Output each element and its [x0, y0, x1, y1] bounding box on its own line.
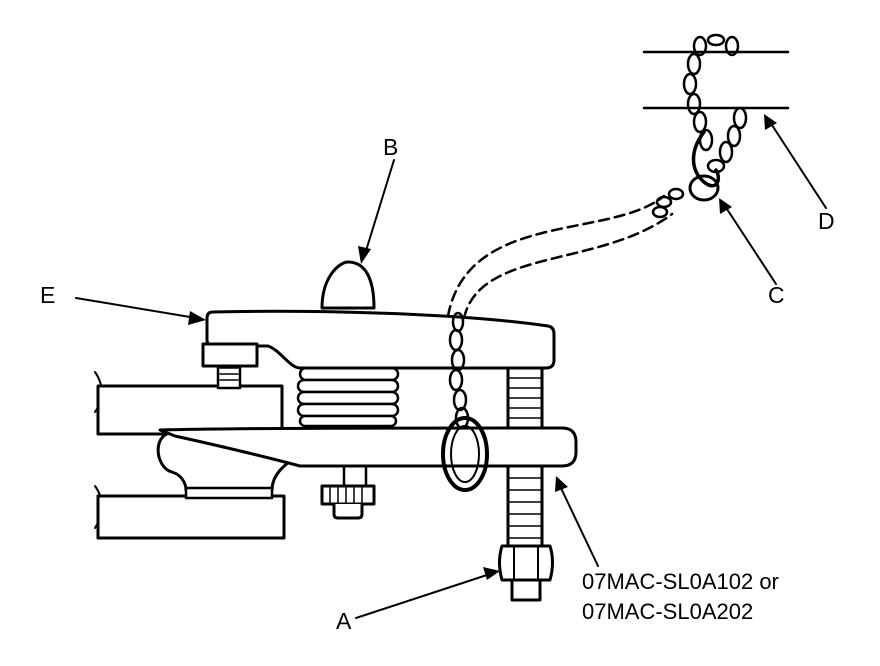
chain-around-member: [651, 33, 748, 219]
suspension-member-d: [642, 50, 790, 110]
chain-dashed-path: [446, 194, 674, 320]
ball-b: [320, 260, 376, 310]
leader-c: [724, 205, 777, 285]
label-d: D: [818, 208, 835, 234]
leader-a: [355, 573, 491, 619]
nut-a: [498, 544, 554, 602]
label-a: A: [336, 608, 352, 634]
tool-part-number-2: 07MAC-SL0A202: [582, 599, 754, 624]
leader-d: [769, 121, 827, 209]
label-c: C: [768, 282, 785, 308]
leader-e: [75, 297, 197, 319]
tool-lower-jaw: [158, 426, 578, 468]
ring-and-chain: [441, 311, 489, 492]
leader-arrows: [75, 114, 827, 619]
tool-part-number-1: 07MAC-SL0A102 or: [582, 569, 779, 594]
leader-b: [364, 159, 395, 255]
left-threaded-rod: [216, 360, 242, 390]
ball-joint-bolt: [320, 460, 376, 520]
label-e: E: [40, 282, 56, 308]
tool-upper-arm-e: [201, 309, 556, 370]
label-b: B: [383, 134, 399, 160]
spring: [296, 366, 400, 428]
leader-tool: [559, 485, 599, 567]
